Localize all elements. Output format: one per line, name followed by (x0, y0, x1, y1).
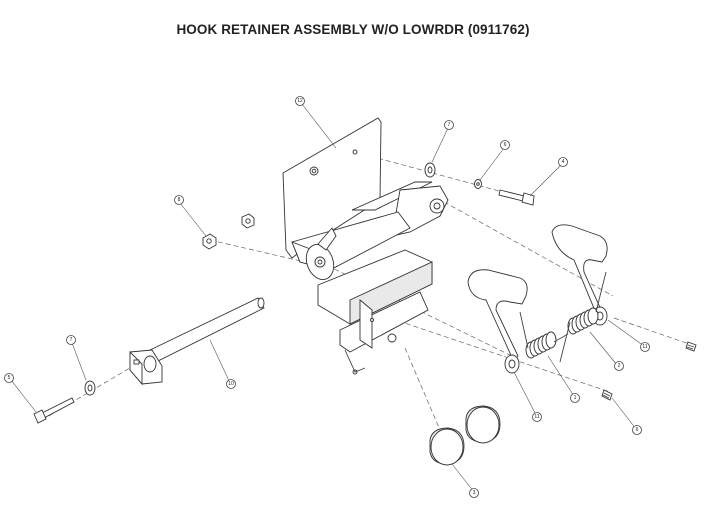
svg-text:7: 7 (70, 337, 73, 343)
callout-5: 5 (4, 373, 14, 383)
callout-10: 10 (226, 379, 236, 389)
diagram-title: HOOK RETAINER ASSEMBLY W/O LOWRDR (09117… (176, 22, 530, 37)
callout-4: 4 (558, 157, 568, 167)
shaft (129, 297, 265, 386)
callout-3: 3 (469, 488, 479, 498)
svg-text:3: 3 (473, 490, 476, 496)
callout-1: 1 (570, 393, 580, 403)
main-bracket (282, 117, 449, 375)
callout-2: 2 (614, 361, 624, 371)
svg-text:1: 1 (574, 395, 577, 401)
callout-12: 12 (295, 96, 305, 106)
bolt-lower (33, 397, 75, 424)
cap-left (429, 427, 465, 466)
svg-text:11: 11 (534, 414, 539, 420)
washer-lower (84, 380, 96, 396)
svg-text:6: 6 (636, 427, 639, 433)
callout-8: 8 (174, 195, 184, 205)
svg-text:8: 8 (178, 197, 181, 203)
callout-7-lower: 7 (66, 335, 76, 345)
spring-right (559, 271, 607, 363)
svg-text:6: 6 (504, 142, 507, 148)
washer-top (424, 162, 436, 178)
hook-left (467, 269, 528, 374)
svg-text:11: 11 (642, 344, 647, 350)
svg-text:4: 4 (562, 159, 565, 165)
callout-7-top: 7 (444, 120, 454, 130)
svg-text:5: 5 (8, 375, 11, 381)
leader-lines (10, 103, 645, 493)
spring-left (519, 311, 569, 359)
callout-6-top: 6 (500, 140, 510, 150)
nut-loose (241, 213, 255, 229)
svg-text:12: 12 (297, 98, 303, 104)
set-screw-right (685, 341, 697, 352)
callout-11-right: 11 (640, 342, 650, 352)
hook-right (551, 224, 608, 326)
bolt-top (498, 189, 535, 206)
svg-text:2: 2 (618, 363, 621, 369)
svg-text:10: 10 (228, 381, 234, 387)
small-washer-top (474, 179, 482, 189)
cap-right (465, 405, 501, 444)
svg-text:7: 7 (448, 122, 451, 128)
nut (202, 233, 217, 250)
set-screw-lower (601, 389, 613, 401)
callout-6-lower: 6 (632, 425, 642, 435)
callout-11-left: 11 (532, 412, 542, 422)
